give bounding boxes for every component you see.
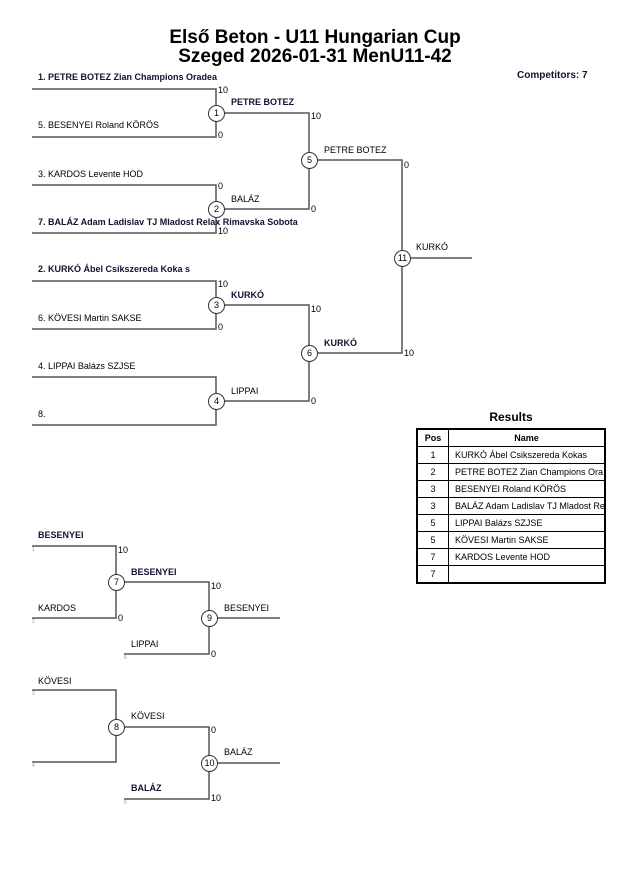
pos: 7	[416, 548, 449, 566]
name: BALÁZ Adam Ladislav TJ Mladost Re	[448, 497, 606, 515]
score: 0	[118, 613, 124, 623]
score: 10	[211, 793, 222, 803]
match-5-winner: PETRE BOTEZ	[324, 145, 387, 155]
table-row: 7	[416, 565, 606, 584]
score: 10	[404, 348, 415, 358]
pos: 1	[416, 446, 449, 464]
match-11-node[interactable]: 11	[394, 250, 411, 267]
score: 10	[218, 279, 229, 289]
match-5-node[interactable]: 5	[301, 152, 318, 169]
entry-3: 3. KARDOS Levente HOD	[38, 169, 144, 179]
pos: 5	[416, 531, 449, 549]
m7-winner: BESENYEI	[131, 567, 177, 577]
score: 0	[211, 649, 217, 659]
match-3-winner: KURKÓ	[231, 290, 264, 300]
entry-4: 4. LIPPAI Balázs SZJSE	[38, 361, 136, 371]
score: 10	[218, 226, 229, 236]
entry-7: 7. BALÁZ Adam Ladislav TJ Mladost Relax …	[38, 217, 298, 227]
match-6-winner: KURKÓ	[324, 338, 357, 348]
m10-bottom: BALÁZ	[131, 783, 162, 793]
seed: 2	[32, 619, 35, 625]
score: 0	[218, 322, 224, 332]
score: 0	[311, 204, 317, 214]
score: 0	[311, 396, 317, 406]
pos: 7	[416, 565, 449, 584]
match-1-winner: PETRE BOTEZ	[231, 97, 295, 107]
match-9-node[interactable]: 9	[201, 610, 218, 627]
seed: 1	[32, 547, 35, 553]
pos: 3	[416, 497, 449, 515]
match-10-node[interactable]: 10	[201, 755, 218, 772]
name: LIPPAI Balázs SZJSE	[448, 514, 606, 532]
match-2-node[interactable]: 2	[208, 201, 225, 218]
match-2-winner: BALÁZ	[231, 194, 260, 204]
m9-bottom: LIPPAI	[131, 639, 159, 649]
entry-5: 5. BESENYEI Roland KÖRÖS	[38, 120, 160, 130]
name	[448, 565, 606, 584]
col-name: Name	[448, 428, 606, 447]
entry-6: 6. KÖVESI Martin SAKSE	[38, 313, 142, 323]
entry-2: 2. KURKÓ Ábel Csíkszereda Koka s	[38, 264, 191, 274]
col-pos: Pos	[416, 428, 449, 447]
entry-1: 1. PETRE BOTEZ Zian Champions Oradea	[38, 72, 218, 82]
score: 10	[118, 545, 129, 555]
pos: 2	[416, 463, 449, 481]
results-title: Results	[489, 410, 533, 424]
m8-winner: KÖVESI	[131, 711, 165, 721]
score: 0	[218, 130, 224, 140]
name: KARDOS Levente HOD	[448, 548, 606, 566]
seed: 5	[124, 800, 127, 806]
match-6-node[interactable]: 6	[301, 345, 318, 362]
m9-winner: BESENYEI	[224, 603, 270, 613]
seed: 6	[124, 655, 127, 661]
m7-top: BESENYEI	[38, 530, 84, 540]
entry-8: 8.	[38, 409, 46, 419]
seed: 4	[32, 763, 35, 769]
score: 10	[218, 85, 229, 95]
score: 0	[404, 160, 410, 170]
match-4-node[interactable]: 4	[208, 393, 225, 410]
m10-winner: BALÁZ	[224, 747, 253, 757]
name: BESENYEI Roland KÖRÖS	[448, 480, 606, 498]
match-7-node[interactable]: 7	[108, 574, 125, 591]
score: 10	[211, 581, 222, 591]
competitors-count: Competitors: 7	[517, 70, 588, 81]
pos: 5	[416, 514, 449, 532]
m7-bottom: KARDOS	[38, 603, 77, 613]
score: 10	[311, 111, 322, 121]
pos: 3	[416, 480, 449, 498]
name: KÖVESI Martin SAKSE	[448, 531, 606, 549]
match-4-winner: LIPPAI	[231, 386, 259, 396]
name: KURKÓ Ábel Csikszereda Kokas	[448, 446, 606, 464]
match-8-node[interactable]: 8	[108, 719, 125, 736]
score: 0	[211, 725, 217, 735]
name: PETRE BOTEZ Zian Champions Ora	[448, 463, 606, 481]
match-3-node[interactable]: 3	[208, 297, 225, 314]
match-11-winner: KURKÓ	[416, 242, 449, 252]
seed: 3	[32, 691, 35, 697]
score: 0	[218, 181, 224, 191]
title-line1: Első Beton - U11 Hungarian Cup	[169, 27, 461, 48]
match-1-node[interactable]: 1	[208, 105, 225, 122]
m8-top: KÖVESI	[38, 676, 72, 686]
score: 10	[311, 304, 322, 314]
title-line2: Szeged 2026-01-31 MenU11-42	[178, 46, 452, 67]
